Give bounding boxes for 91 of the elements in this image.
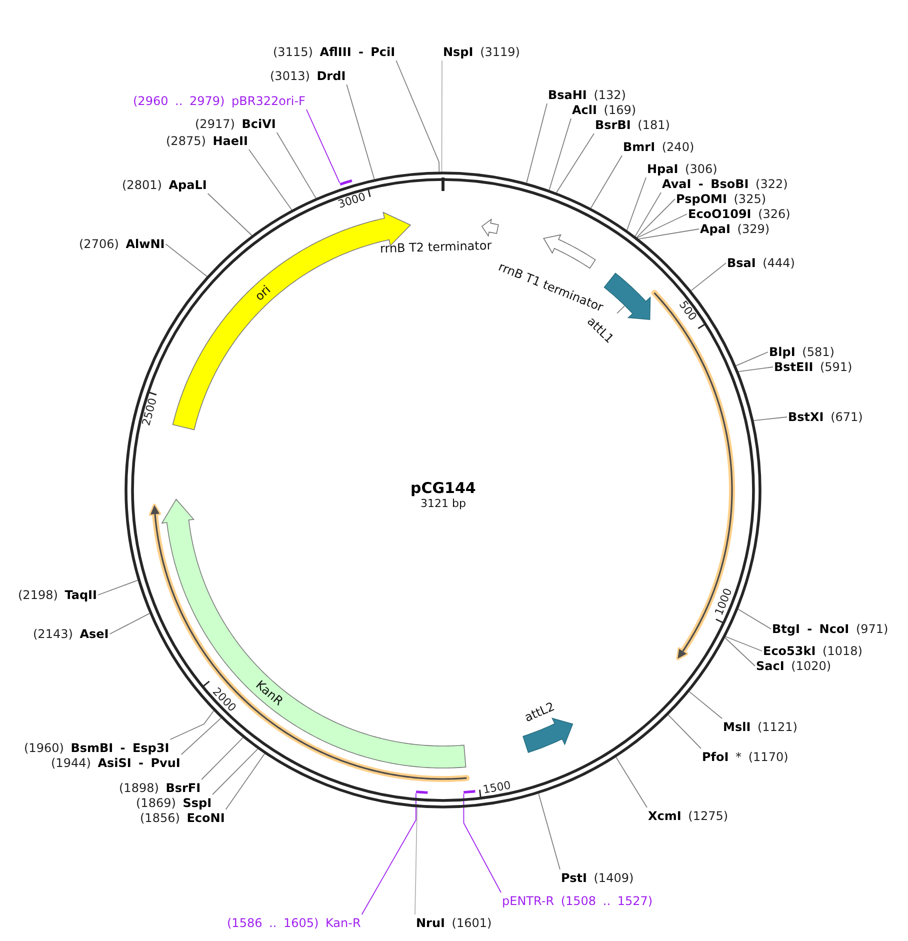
leader-line xyxy=(634,192,662,237)
feature-label: attL2 xyxy=(522,699,557,725)
leader-line xyxy=(463,793,502,893)
site-label: (1944) AsiSI - PvuI xyxy=(51,756,180,770)
plasmid-length: 3121 bp xyxy=(420,496,466,510)
leader-line xyxy=(738,608,772,630)
leader-line xyxy=(690,262,726,292)
leader-line xyxy=(538,793,560,870)
leader-line xyxy=(753,416,788,421)
leader-line xyxy=(556,133,594,193)
leader-line xyxy=(276,132,316,199)
site-label: (2706) AlwNI xyxy=(79,236,165,252)
site-label: AvaI - BsoBI (322) xyxy=(662,176,788,192)
site-label: (1856) EcoNI xyxy=(140,810,225,826)
site-label: (2917) BciVI xyxy=(195,116,276,132)
leader-line xyxy=(526,103,548,184)
site-label: EcoO109I (326) xyxy=(688,206,790,222)
site-label: (3115) AflIII - PciI xyxy=(273,44,396,60)
leader-line xyxy=(616,306,625,314)
scale-number: 3000 xyxy=(336,191,367,212)
leader-line xyxy=(736,352,768,366)
leader-line xyxy=(98,580,138,596)
leader-line xyxy=(638,228,700,240)
site-label: PspOMI (325) xyxy=(676,192,766,206)
primer-mark xyxy=(340,179,352,186)
leader-line xyxy=(396,60,440,172)
leader-line xyxy=(668,714,702,749)
leader-line xyxy=(346,84,375,180)
site-label: BstEII (591) xyxy=(774,360,852,374)
leader-line xyxy=(441,60,442,172)
leader-line xyxy=(180,718,222,755)
scale-number: 1500 xyxy=(482,780,512,797)
leader-line xyxy=(248,149,292,210)
plasmid-name: pCG144 xyxy=(410,480,476,496)
site-label: NspI (3119) xyxy=(443,44,520,60)
site-label: BstXI (671) xyxy=(788,410,863,424)
site-label: AclI (169) xyxy=(572,102,636,118)
primer-label: (2960 .. 2979) pBR322ori-F xyxy=(133,94,306,108)
site-label: (2143) AseI xyxy=(33,626,109,642)
feature-block xyxy=(604,272,651,320)
site-label: BsrBI (181) xyxy=(595,118,670,132)
leader-line xyxy=(201,737,244,780)
feature-label: rrnB T2 terminator xyxy=(380,238,492,256)
site-label: (1898) BsrFI xyxy=(119,780,201,796)
leader-line xyxy=(170,710,214,740)
site-label: (2875) HaeII xyxy=(166,134,248,148)
leader-line xyxy=(225,753,266,810)
site-label: (2198) TaqII xyxy=(18,588,97,602)
site-label: BtgI - NcoI (971) xyxy=(772,622,888,636)
leader-line xyxy=(688,691,722,719)
leader-line xyxy=(616,756,648,808)
site-label: MslI (1121) xyxy=(723,720,798,734)
site-label: (1960) BsmBI - Esp3I xyxy=(24,740,170,756)
primer-mark xyxy=(464,790,476,794)
site-label: XcmI (1275) xyxy=(648,808,728,824)
site-label: BsaI (444) xyxy=(727,256,795,270)
leader-line xyxy=(636,198,676,238)
leader-line xyxy=(361,792,416,915)
leader-line xyxy=(738,366,774,372)
arc-arrow xyxy=(651,290,735,660)
primer-label: pENTR-R (1508 .. 1527) xyxy=(502,894,653,908)
site-label: PfoI* (1170) xyxy=(702,750,788,764)
site-label: (3013) DrdI xyxy=(270,68,346,84)
site-label: Eco53kI (1018) xyxy=(763,644,862,658)
leader-line xyxy=(724,637,756,666)
leader-line xyxy=(548,118,572,190)
site-label: BmrI (240) xyxy=(623,140,694,154)
leader-line xyxy=(414,806,418,915)
leader-line xyxy=(590,155,622,208)
leader-line xyxy=(725,636,762,652)
scale-number: 1000 xyxy=(714,587,736,618)
site-label: (1869) SspI xyxy=(136,796,212,810)
scale-number: 2500 xyxy=(140,396,160,427)
leader-line xyxy=(306,109,340,184)
leader-line xyxy=(626,177,646,231)
primer-label: (1586 .. 1605) Kan-R xyxy=(227,916,361,930)
primer-mark xyxy=(416,790,428,794)
site-label: ApaI (329) xyxy=(700,222,770,236)
leader-line xyxy=(636,214,688,238)
site-label: HpaI (306) xyxy=(647,162,718,176)
feature-label: ori xyxy=(252,282,274,304)
site-label: NruI (1601) xyxy=(416,916,492,930)
site-label: SacI (1020) xyxy=(756,658,832,674)
leader-line xyxy=(109,613,150,634)
site-label: BlpI (581) xyxy=(769,344,834,360)
leader-line xyxy=(212,748,258,795)
leader-line xyxy=(207,193,252,236)
site-label: PstI (1409) xyxy=(561,870,634,886)
leader-line xyxy=(165,244,208,277)
site-label: (2801) ApaLI xyxy=(122,178,207,192)
site-label: BsaHI (132) xyxy=(548,88,626,102)
